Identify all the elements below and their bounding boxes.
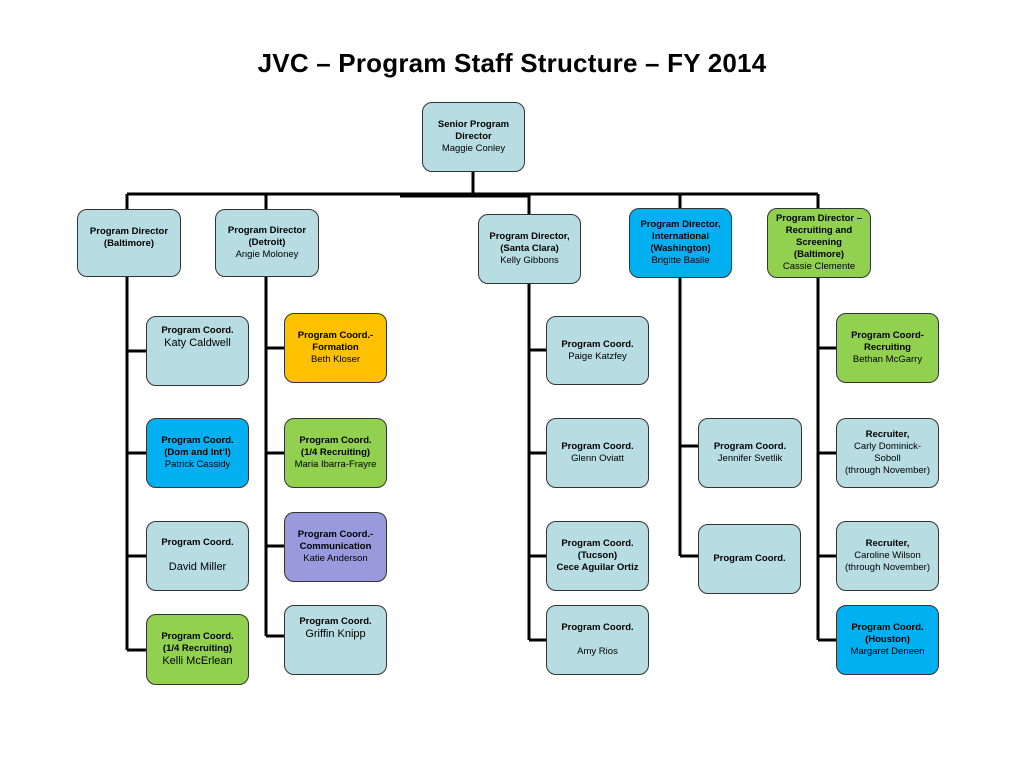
coord-box-griffin-knipp: Program Coord. Griffin Knipp	[284, 605, 387, 675]
box-name: Katie Anderson	[303, 552, 368, 564]
box-title: Recruiter,	[865, 429, 910, 441]
coord-box-cece-aguilar-ortiz: Program Coord. (Tucson) Cece Aguilar Ort…	[546, 521, 649, 591]
box-title: Program Coord.	[161, 537, 234, 549]
box-title: Program Coord.	[561, 441, 634, 453]
box-name: Amy Rios	[577, 646, 618, 657]
box-title: Recruiter,	[865, 538, 910, 550]
coord-box-amy-rios: Program Coord. Amy Rios	[546, 605, 649, 675]
box-title: Program Coord. (1/4 Recruiting)	[299, 435, 372, 459]
program-director-baltimore-box: Program Director (Baltimore)	[77, 209, 181, 277]
coord-box-katie-anderson: Program Coord.- Communication Katie Ande…	[284, 512, 387, 582]
recruiter-box-carly-dominick-soboll: Recruiter, Carly Dominick-Soboll (throug…	[836, 418, 939, 488]
coord-box-katy-caldwell: Program Coord. Katy Caldwell	[146, 316, 249, 386]
box-title: Program Coord.- Formation	[297, 330, 374, 354]
box-name: Maria Ibarra-Frayre	[294, 458, 377, 470]
box-name: Griffin Knipp	[305, 627, 366, 640]
box-title: Program Coord.	[561, 338, 634, 350]
box-title: Program Director (Baltimore)	[89, 226, 169, 249]
program-director-detroit-box: Program Director (Detroit) Angie Moloney	[215, 209, 319, 277]
box-name: Glenn Oviatt	[571, 453, 624, 464]
box-title: Program Director, (Santa Clara)	[489, 231, 570, 255]
box-title: Program Coord. (Tucson)	[561, 538, 634, 562]
box-name: Jennifer Svetlik	[717, 453, 783, 464]
box-title: Program Coord.- Communication	[297, 529, 374, 553]
box-name: Angie Moloney	[235, 248, 299, 260]
program-director-santa-clara-box: Program Director, (Santa Clara) Kelly Gi…	[478, 214, 581, 284]
box-name: Caroline Wilson (through November)	[844, 550, 930, 573]
box-name: Brigitte Basile	[651, 254, 710, 266]
box-name: Cassie Clemente	[782, 260, 856, 272]
box-name: Margaret Deneen	[850, 645, 925, 657]
coord-box-jennifer-svetlik: Program Coord. Jennifer Svetlik	[698, 418, 802, 488]
box-name: Carly Dominick-Soboll (through November)	[844, 441, 930, 476]
box-title: Program Director, International (Washing…	[640, 219, 721, 254]
box-title: Program Coord. (Houston)	[851, 622, 924, 646]
box-title: Program Coord.	[713, 553, 786, 565]
program-director-international-box: Program Director, International (Washing…	[629, 208, 732, 278]
box-title: Program Coord. (1/4 Recruiting)	[161, 630, 234, 654]
coord-box-bethan-mcgarry: Program Coord- Recruiting Bethan McGarry	[836, 313, 939, 383]
box-name: Katy Caldwell	[164, 336, 231, 349]
box-name: Paige Katzfey	[568, 350, 627, 362]
coord-box-paige-katzfey: Program Coord. Paige Katzfey	[546, 316, 649, 385]
box-name: David Miller	[168, 561, 227, 574]
program-director-recruiting-box: Program Director – Recruiting and Screen…	[767, 208, 871, 278]
recruiter-box-caroline-wilson: Recruiter, Caroline Wilson (through Nove…	[836, 521, 939, 591]
coord-box-beth-kloser: Program Coord.- Formation Beth Kloser	[284, 313, 387, 383]
box-title: Senior Program Director	[437, 119, 510, 143]
coord-box-david-miller: Program Coord. David Miller	[146, 521, 249, 591]
coord-box-maria-ibarra-frayre: Program Coord. (1/4 Recruiting) Maria Ib…	[284, 418, 387, 488]
box-title: Program Director (Detroit)	[227, 225, 307, 249]
box-name: Maggie Conley	[441, 142, 506, 154]
box-name: Kelli McErlean	[162, 654, 233, 667]
chart-title: JVC – Program Staff Structure – FY 2014	[257, 48, 767, 78]
senior-program-director-box: Senior Program Director Maggie Conley	[422, 102, 525, 172]
box-title: Program Coord.	[561, 622, 634, 634]
box-name: Kelly Gibbons	[500, 254, 559, 266]
box-title: Program Coord.	[161, 325, 234, 336]
coord-box-kelli-mcerlean: Program Coord. (1/4 Recruiting) Kelli Mc…	[146, 614, 249, 685]
coord-box-patrick-cassidy: Program Coord. (Dom and Int’l) Patrick C…	[146, 418, 249, 488]
coord-box-international-vacant: Program Coord.	[698, 524, 801, 594]
box-title: Program Director – Recruiting and Screen…	[775, 213, 863, 260]
box-title: Program Coord. (Dom and Int’l)	[161, 435, 234, 459]
box-name: Bethan McGarry	[852, 353, 923, 365]
coord-box-margaret-deneen: Program Coord. (Houston) Margaret Deneen	[836, 605, 939, 675]
box-name: Beth Kloser	[310, 353, 361, 365]
box-title: Program Coord.	[299, 616, 372, 627]
box-name: Patrick Cassidy	[164, 458, 231, 470]
coord-box-glenn-oviatt: Program Coord. Glenn Oviatt	[546, 418, 649, 488]
box-name: Cece Aguilar Ortiz	[556, 561, 639, 573]
box-title: Program Coord- Recruiting	[851, 330, 924, 354]
box-title: Program Coord.	[713, 441, 787, 453]
